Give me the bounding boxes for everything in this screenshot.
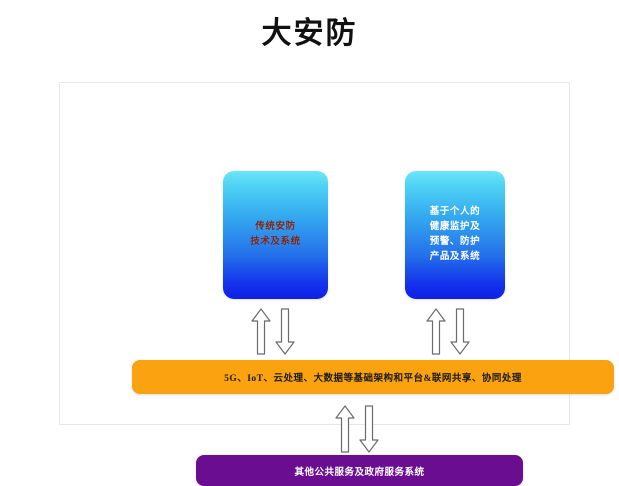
block-traditional-security-line-2: 技术及系统 bbox=[250, 237, 301, 247]
diagram-card: 传统安防 技术及系统 基于个人的 健康监护及 预警、防护 产品及系统 5G、Io… bbox=[59, 82, 614, 486]
block-personal-health[interactable]: 基于个人的 健康监护及 预警、防护 产品及系统 bbox=[405, 171, 505, 299]
bar-infrastructure-label: 5G、IoT、云处理、大数据等基础架构和平台&联网共享、协同处理 bbox=[224, 374, 522, 384]
block-personal-health-line-1: 基于个人的 bbox=[429, 207, 481, 217]
connector-middle-arrows bbox=[335, 405, 379, 453]
arrow-up-icon bbox=[251, 308, 271, 355]
block-personal-health-line-2: 健康监护及 bbox=[429, 222, 481, 232]
bar-government-services[interactable]: 其他公共服务及政府服务系统 bbox=[196, 455, 523, 486]
page-title: 大安防 bbox=[261, 17, 358, 50]
connector-left-arrows bbox=[251, 308, 295, 355]
block-traditional-security-line-1: 传统安防 bbox=[255, 222, 296, 232]
arrow-down-icon bbox=[275, 308, 295, 355]
block-personal-health-line-4: 产品及系统 bbox=[429, 252, 481, 262]
arrow-down-icon bbox=[450, 308, 470, 355]
bar-government-services-label: 其他公共服务及政府服务系统 bbox=[294, 467, 425, 478]
block-traditional-security[interactable]: 传统安防 技术及系统 bbox=[223, 171, 328, 299]
block-personal-health-line-3: 预警、防护 bbox=[429, 237, 481, 247]
arrow-down-icon bbox=[359, 405, 379, 453]
bar-infrastructure[interactable]: 5G、IoT、云处理、大数据等基础架构和平台&联网共享、协同处理 bbox=[132, 360, 614, 394]
arrow-up-icon bbox=[426, 308, 446, 355]
connector-right-arrows bbox=[426, 308, 470, 355]
arrow-up-icon bbox=[335, 405, 355, 453]
